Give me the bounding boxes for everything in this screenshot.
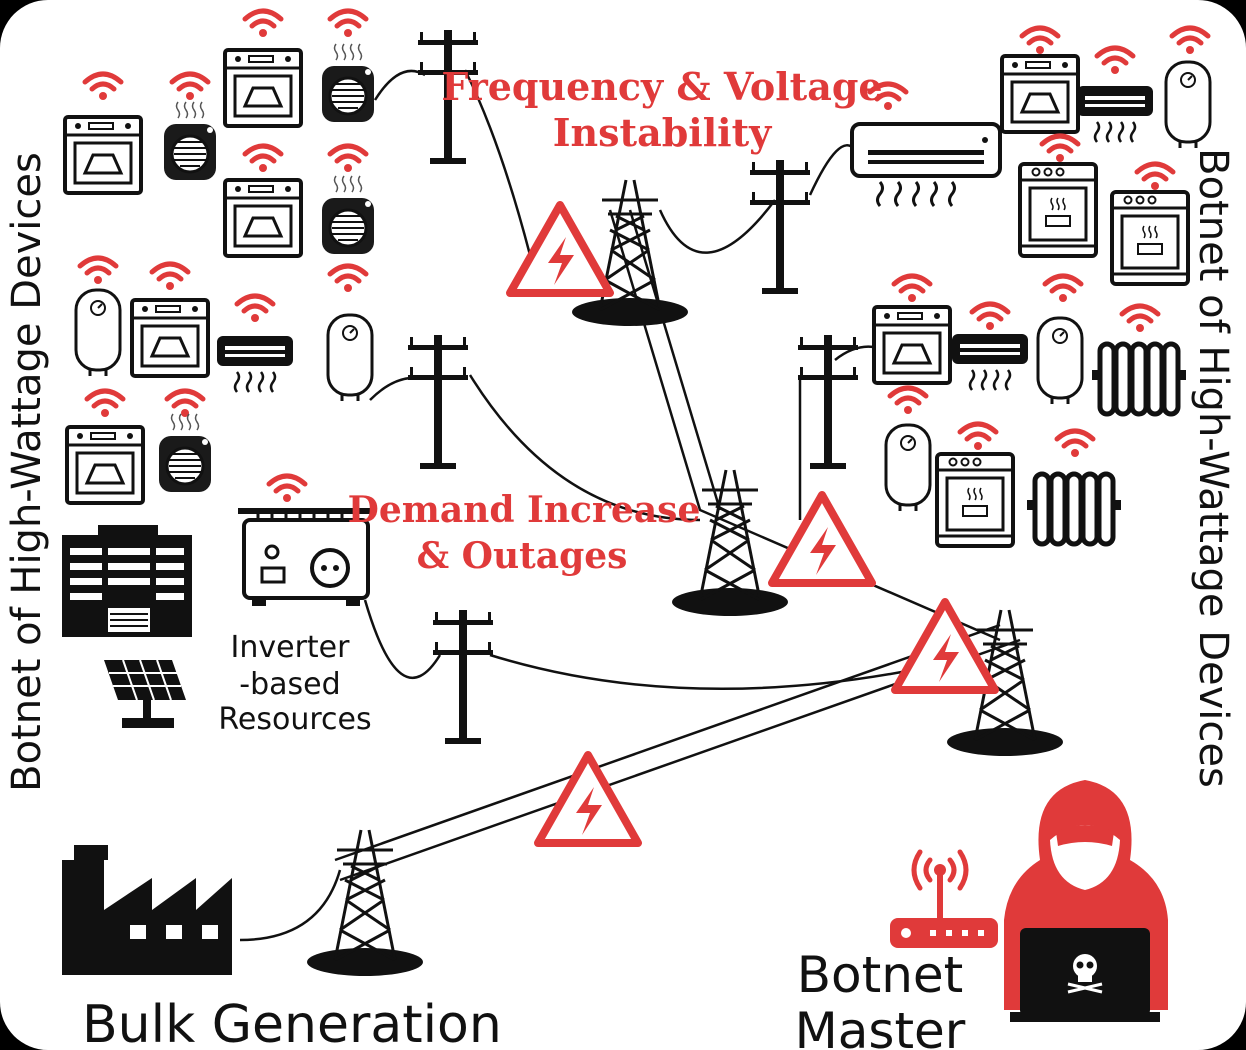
utility-pole-2 bbox=[750, 160, 810, 294]
bulk-generation-label: Bulk Generation bbox=[82, 995, 502, 1050]
inverter-label-line2: -based bbox=[239, 667, 340, 702]
warning-icon bbox=[895, 602, 995, 690]
inverter-label-line3: Resources bbox=[218, 702, 371, 737]
inverter-label-line1: Inverter bbox=[231, 630, 351, 665]
warning-icon bbox=[510, 205, 610, 293]
utility-pole-4 bbox=[798, 335, 858, 469]
botnet-master-label-line1: Botnet bbox=[797, 946, 964, 1004]
large-air-conditioner bbox=[850, 122, 1002, 207]
utility-pole-3 bbox=[408, 335, 468, 469]
frequency-label-line2: Instability bbox=[553, 110, 772, 155]
right-device-cluster bbox=[850, 28, 1212, 548]
frequency-label-line1: Frequency & Voltage bbox=[441, 64, 882, 109]
factory-icon bbox=[62, 845, 232, 975]
inverter-icon bbox=[238, 476, 374, 606]
warning-icon bbox=[772, 495, 872, 583]
warning-icon bbox=[538, 755, 638, 843]
solar-panel-icon bbox=[104, 659, 186, 728]
left-device-cluster bbox=[63, 11, 376, 505]
utility-pole-5 bbox=[433, 610, 493, 744]
commercial-building-icon bbox=[62, 525, 192, 637]
hacker-icon bbox=[1004, 780, 1168, 1022]
demand-label-line2: & Outages bbox=[417, 535, 628, 577]
demand-label-line1: Demand Increase bbox=[348, 489, 701, 531]
left-side-label: Botnet of High-Wattage Devices bbox=[4, 152, 50, 792]
router-icon bbox=[890, 849, 998, 948]
right-side-label: Botnet of High-Wattage Devices bbox=[1190, 148, 1236, 788]
botnet-master-label-line2: Master bbox=[795, 1002, 966, 1050]
